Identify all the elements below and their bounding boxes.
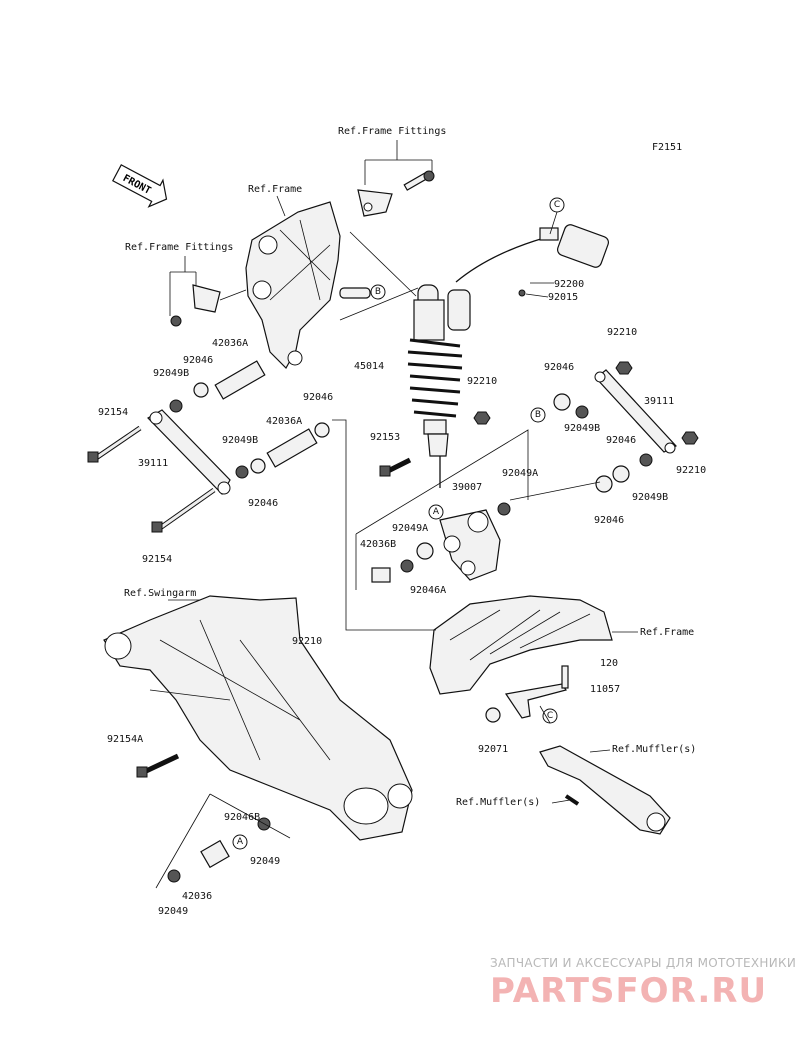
svg-text:A: A xyxy=(237,837,244,847)
bolt-120 xyxy=(561,665,569,689)
ref-muffler-2: Ref.Muffler(s) xyxy=(456,797,540,808)
callout-b-1: B xyxy=(370,284,386,300)
callout-c-2: C xyxy=(542,708,558,724)
collar-42036A-upper xyxy=(214,360,266,400)
svg-text:C: C xyxy=(547,711,553,721)
frame-rear-section xyxy=(429,595,613,695)
assembly-leader-lines-2 xyxy=(155,481,601,889)
leader-muffler-1 xyxy=(589,749,611,753)
bolt-92153 xyxy=(379,457,412,477)
watermark-logo: PARTSFOR.RU xyxy=(490,971,767,1011)
svg-text:B: B xyxy=(375,287,381,297)
part-label: 92046 xyxy=(183,355,213,366)
part-label: 92049B xyxy=(632,492,668,503)
assembly-leader-box xyxy=(332,419,529,631)
part-label: 92046B xyxy=(224,812,260,823)
collar-42036B xyxy=(371,567,391,583)
part-label: 42036 xyxy=(182,891,212,902)
part-label: 92046 xyxy=(248,498,278,509)
svg-text:A: A xyxy=(433,507,440,517)
ref-frame-fittings-top: Ref.Frame Fittings xyxy=(338,126,446,137)
part-label: 92210 xyxy=(292,636,322,647)
frame-fitting-bracket-left xyxy=(170,284,221,327)
ref-swingarm: Ref.Swingarm xyxy=(124,588,196,599)
svg-text:C: C xyxy=(554,200,560,210)
part-label: 92046 xyxy=(303,392,333,403)
figure-code: F2151 xyxy=(652,142,682,153)
part-label: 92049A xyxy=(392,523,428,534)
bushings-seals xyxy=(167,382,653,883)
part-label: 92210 xyxy=(467,376,497,387)
shock-reservoir-hose xyxy=(455,237,545,283)
part-label: 92210 xyxy=(607,327,637,338)
tie-rod-right-39111 xyxy=(594,369,677,454)
watermark-tagline: ЗАПЧАСТИ И АКСЕССУАРЫ ДЛЯ МОТОТЕХНИКИ xyxy=(490,956,796,970)
front-arrow-icon: FRONT xyxy=(112,164,168,208)
bolt-92154A xyxy=(136,753,180,778)
part-label: 92046A xyxy=(410,585,446,596)
bracket-11057 xyxy=(504,683,567,719)
ref-muffler-1: Ref.Muffler(s) xyxy=(612,744,696,755)
part-label: 92049A xyxy=(502,468,538,479)
callout-b-2: B xyxy=(530,407,546,423)
rocker-arm-39007 xyxy=(439,509,501,581)
frame-fitting-bracket-top xyxy=(357,170,435,217)
clip-92015-icon xyxy=(518,289,526,297)
leader-frame-top xyxy=(276,195,286,217)
callout-c-1: C xyxy=(549,197,565,213)
part-label: 39111 xyxy=(644,396,674,407)
part-label: 45014 xyxy=(354,361,384,372)
part-label: 92049B xyxy=(564,423,600,434)
part-label: 92154A xyxy=(107,734,143,745)
ref-frame-top: Ref.Frame xyxy=(248,184,302,195)
assembly-leader-lines xyxy=(219,231,419,321)
part-number-labels: 42036A9204692049B921543911192049B9204642… xyxy=(98,279,706,917)
muffler-bracket xyxy=(539,745,671,835)
swingarm xyxy=(103,595,413,841)
part-label: 92071 xyxy=(478,744,508,755)
part-label: 92049B xyxy=(222,435,258,446)
part-label: 92200 xyxy=(554,279,584,290)
ref-frame-fittings-left: Ref.Frame Fittings xyxy=(125,242,233,253)
part-label: 92046 xyxy=(544,362,574,373)
part-label: 92049 xyxy=(158,906,188,917)
svg-text:B: B xyxy=(535,410,541,420)
part-label: 92154 xyxy=(142,554,172,565)
leader-92200-92015 xyxy=(525,282,554,298)
collar-42036A-lower xyxy=(266,428,318,468)
collar-42036 xyxy=(200,839,230,869)
callout-a-2: A xyxy=(232,834,248,850)
part-label: 42036B xyxy=(360,539,396,550)
part-label: 120 xyxy=(600,658,618,669)
tie-rod-left-39111 xyxy=(147,409,231,495)
ref-frame-right: Ref.Frame xyxy=(640,627,694,638)
part-label: 39007 xyxy=(452,482,482,493)
leader-muffler-2 xyxy=(551,799,571,804)
part-label: 42036A xyxy=(266,416,302,427)
part-label: 92153 xyxy=(370,432,400,443)
frame-bracket-casting xyxy=(245,201,371,369)
bolt-92154-lower xyxy=(151,487,216,533)
part-label: 92154 xyxy=(98,407,128,418)
part-label: 39111 xyxy=(138,458,168,469)
part-label: 42036A xyxy=(212,338,248,349)
leader-frame-fittings-left xyxy=(169,256,197,316)
part-label: 92049 xyxy=(250,856,280,867)
callout-a-1: A xyxy=(428,504,444,520)
part-label: 92046 xyxy=(594,515,624,526)
part-label: 11057 xyxy=(590,684,620,695)
bolt-92154-upper xyxy=(87,425,142,463)
part-label: 92015 xyxy=(548,292,578,303)
rear-shock-absorber xyxy=(407,284,471,488)
leader-frame-fittings-top xyxy=(364,140,433,185)
part-label: 92046 xyxy=(606,435,636,446)
part-label: 92049B xyxy=(153,368,189,379)
preload-adjuster xyxy=(539,224,609,268)
part-label: 92210 xyxy=(676,465,706,476)
leader-callout-c xyxy=(539,211,558,724)
